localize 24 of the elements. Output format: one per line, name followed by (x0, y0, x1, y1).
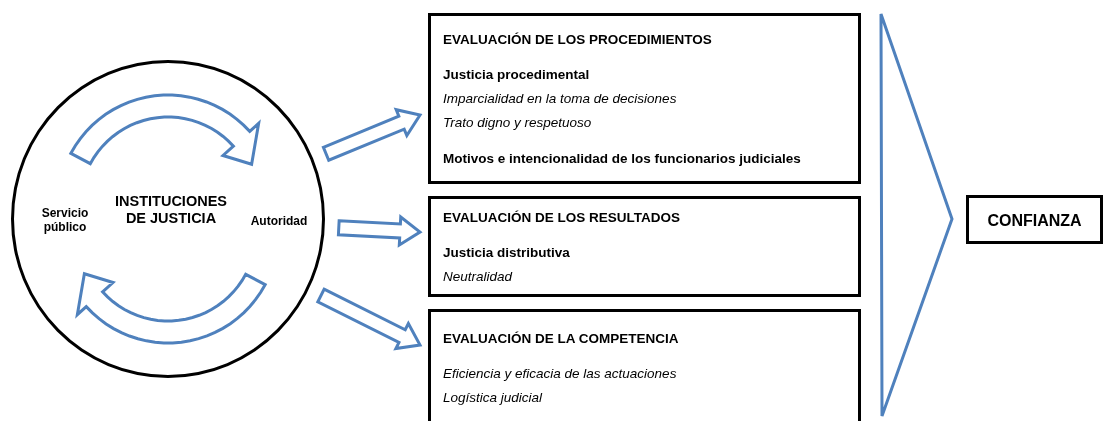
heading: EVALUACIÓN DE LA COMPETENCIA (443, 331, 679, 348)
block-arrow (336, 214, 423, 248)
item-text: Trato digno y respetuoso (443, 115, 592, 132)
result-box (966, 195, 1103, 244)
process-box (428, 196, 861, 297)
title: INSTITUCIONES DE JUSTICIA (114, 193, 228, 228)
item-text: Neutralidad (443, 269, 513, 286)
item-text: Imparcialidad en la toma de decisiones (443, 91, 677, 108)
subheading: Motivos e intencionalidad de los funcionarios judiciales (443, 151, 801, 168)
process-box (428, 13, 861, 184)
subheading: Justicia distributiva (443, 245, 570, 262)
block-arrow (315, 287, 423, 351)
item-text: Logística judicial (443, 390, 543, 407)
heading: CONFIANZA (986, 211, 1083, 231)
heading: EVALUACIÓN DE LOS RESULTADOS (443, 210, 680, 227)
subheading: Justicia procedimental (443, 67, 590, 84)
block-arrow (321, 107, 423, 163)
label: Autoridad (249, 214, 309, 229)
process-box (428, 309, 861, 421)
label: Servicio público (40, 206, 90, 235)
item-text: Eficiencia y eficacia de las actuaciones (443, 366, 677, 383)
chevron-shape (879, 12, 955, 418)
heading: EVALUACIÓN DE LOS PROCEDIMIENTOS (443, 32, 712, 49)
circle (11, 60, 325, 378)
